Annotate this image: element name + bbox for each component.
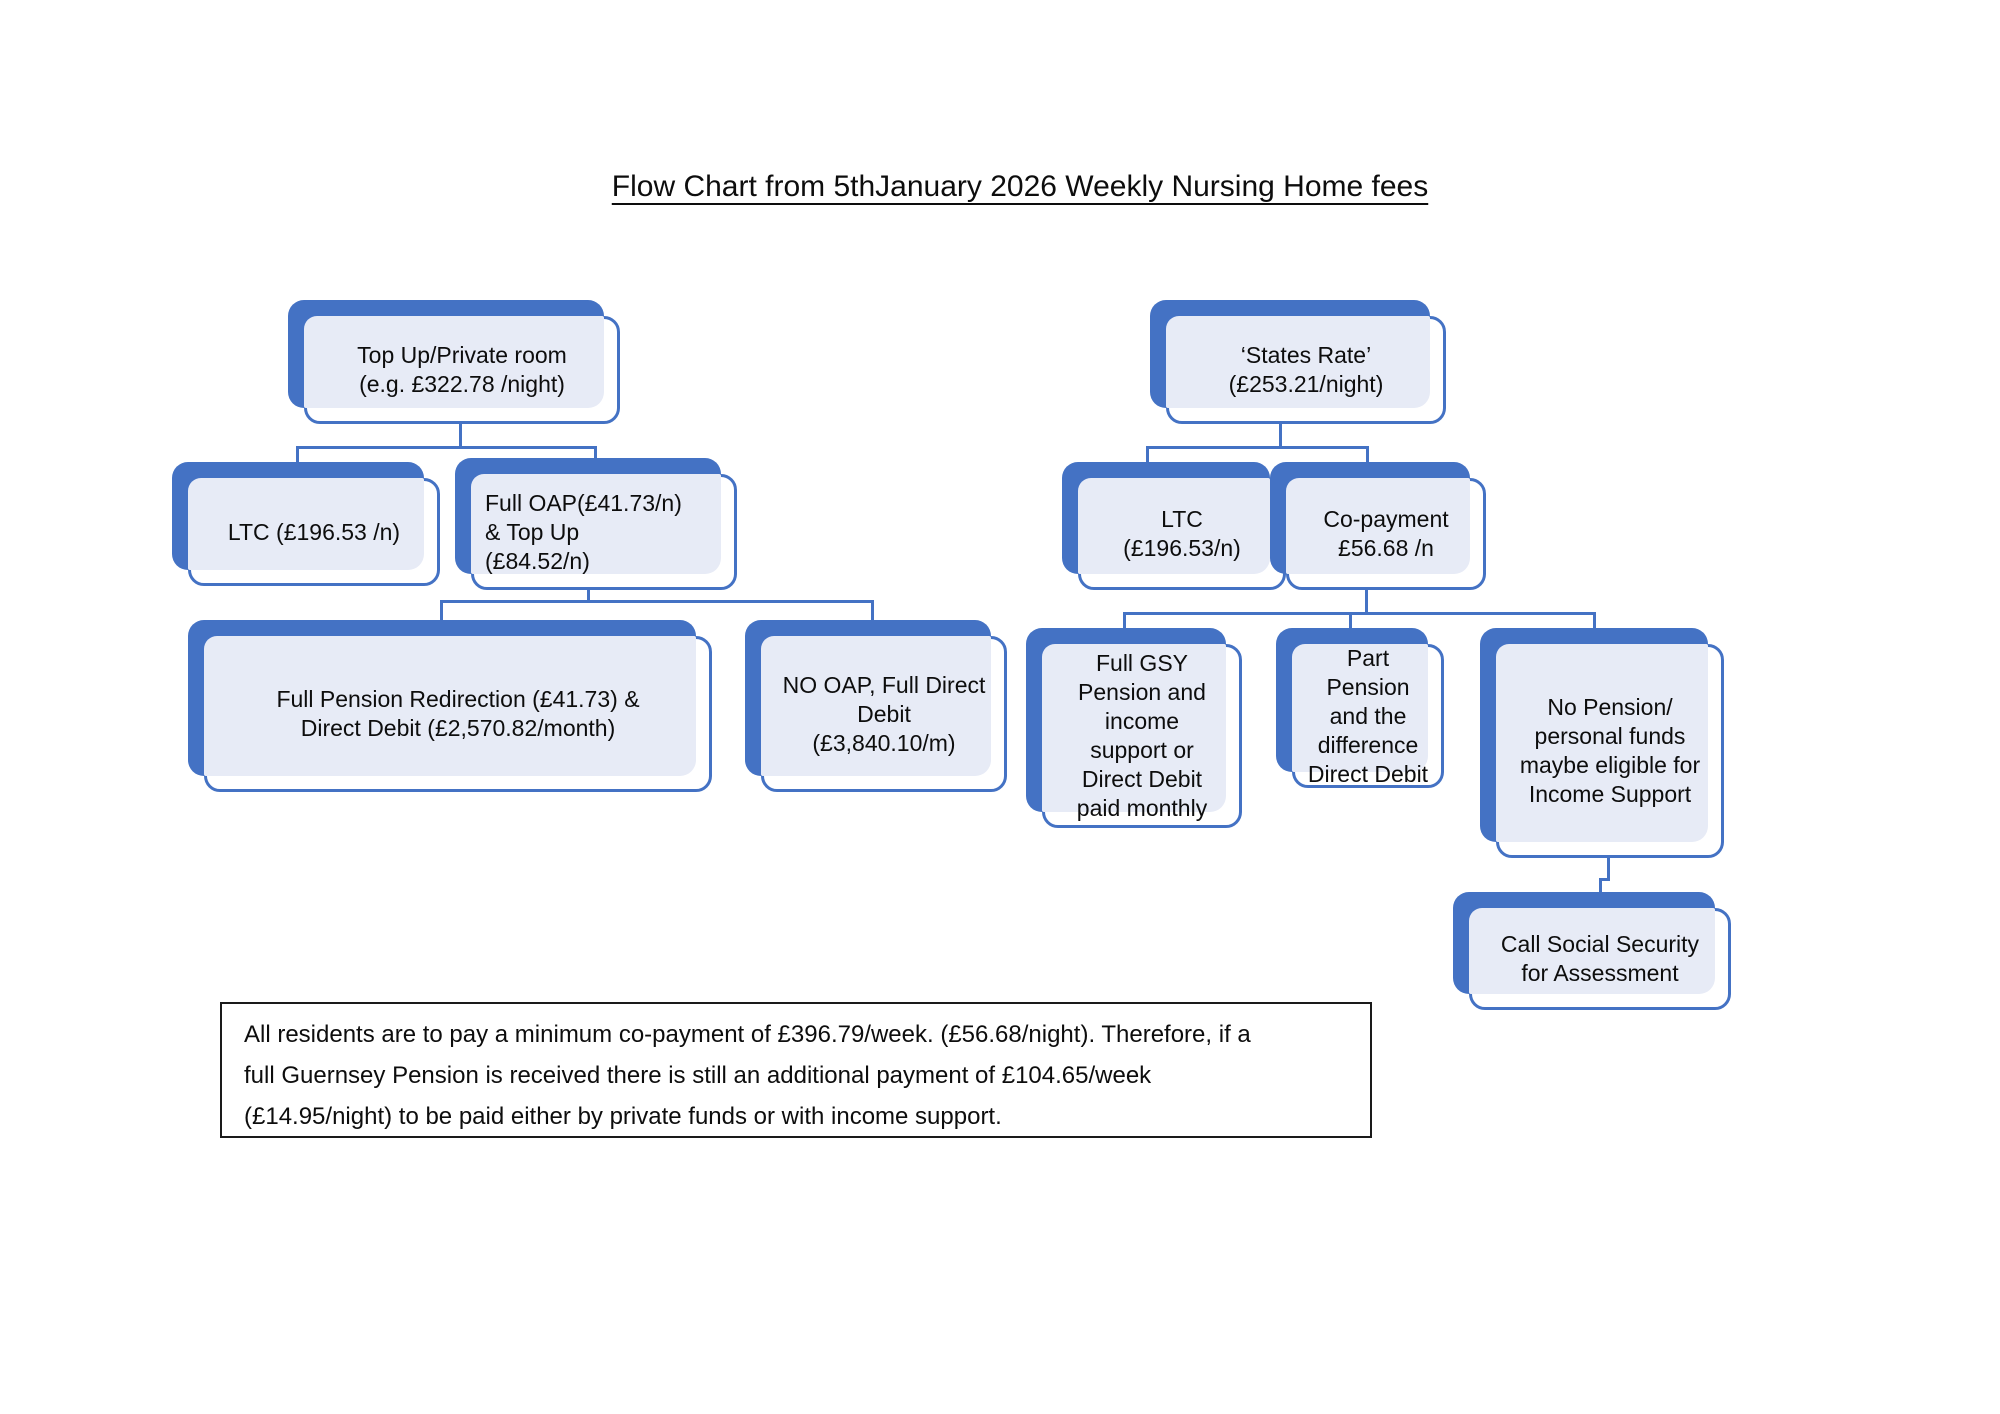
connector-copayment-bar: [1123, 612, 1596, 615]
connector-topup-stem: [459, 424, 462, 448]
flow-node-ltc-right: LTC(£196.53/n): [1062, 462, 1286, 590]
connector-drop-co-payment: [1366, 446, 1369, 464]
connector-drop-full-gsy: [1123, 612, 1126, 630]
flow-node-top-up-private-room: Top Up/Private room(e.g. £322.78 /night): [288, 300, 620, 424]
page-title: Flow Chart from 5thJanuary 2026 Weekly N…: [480, 170, 1560, 204]
node-tint: [471, 474, 721, 574]
node-body: Full Pension Redirection (£41.73) &Direc…: [204, 636, 712, 792]
connector-drop-full-oap: [594, 446, 597, 460]
connector-fulloap-bar: [440, 600, 874, 603]
node-label: Top Up/Private room(e.g. £322.78 /night): [357, 342, 567, 397]
connector-drop-full-pension: [440, 600, 443, 622]
connector-statesrate-bar: [1146, 446, 1369, 449]
connector-nopension-jog: [1599, 878, 1610, 881]
flow-node-ltc-left: LTC (£196.53 /n): [172, 462, 440, 586]
connector-topup-bar: [296, 446, 597, 449]
node-label: Full OAP(£41.73/n)& Top Up(£84.52/n): [485, 489, 682, 574]
node-label: Full Pension Redirection (£41.73) &Direc…: [276, 686, 640, 741]
node-tint: [1469, 908, 1715, 994]
connector-statesrate-stem: [1279, 424, 1282, 448]
connector-drop-no-oap: [871, 600, 874, 622]
node-tint: [1166, 316, 1430, 408]
node-tint: [304, 316, 604, 408]
connector-nopension-stem-lower: [1599, 878, 1602, 894]
node-body: ‘States Rate’(£253.21/night): [1166, 316, 1446, 424]
node-tint: [1078, 478, 1270, 574]
node-tint: [1286, 478, 1470, 574]
flow-node-full-oap-top-up: Full OAP(£41.73/n)& Top Up(£84.52/n): [455, 458, 737, 590]
connector-drop-no-pension: [1593, 612, 1596, 630]
flow-node-full-pension-redirection: Full Pension Redirection (£41.73) &Direc…: [188, 620, 712, 792]
co-payment-note: All residents are to pay a minimum co-pa…: [220, 1002, 1372, 1138]
connector-drop-ltc-left: [296, 446, 299, 464]
node-body: LTC (£196.53 /n): [188, 478, 440, 586]
node-tint: [1496, 644, 1708, 842]
connector-drop-part-pension: [1349, 612, 1352, 630]
node-label: ‘States Rate’(£253.21/night): [1228, 342, 1384, 397]
flow-node-co-payment: Co-payment£56.68 /n: [1270, 462, 1486, 590]
connector-drop-ltc-right: [1146, 446, 1149, 464]
node-label: Co-payment£56.68 /n: [1323, 506, 1449, 561]
node-body: Co-payment£56.68 /n: [1286, 478, 1486, 590]
flow-node-states-rate: ‘States Rate’(£253.21/night): [1150, 300, 1446, 424]
node-tint: [1292, 644, 1428, 772]
note-text: All residents are to pay a minimum co-pa…: [244, 1021, 1251, 1130]
node-tint: [204, 636, 696, 776]
connector-fulloap-stem: [587, 590, 590, 603]
node-label: LTC (£196.53 /n): [227, 518, 401, 545]
node-tint: [188, 478, 424, 570]
node-label: LTC(£196.53/n): [1123, 506, 1241, 561]
node-body: Full OAP(£41.73/n)& Top Up(£84.52/n): [471, 474, 737, 590]
connector-copayment-stem: [1365, 590, 1368, 614]
node-body: Top Up/Private room(e.g. £322.78 /night): [304, 316, 620, 424]
node-tint: [761, 636, 991, 776]
connector-nopension-stem-upper: [1607, 858, 1610, 881]
page-title-text: Flow Chart from 5thJanuary 2026 Weekly N…: [611, 170, 1429, 203]
node-body: LTC(£196.53/n): [1078, 478, 1286, 590]
node-tint: [1042, 644, 1226, 812]
